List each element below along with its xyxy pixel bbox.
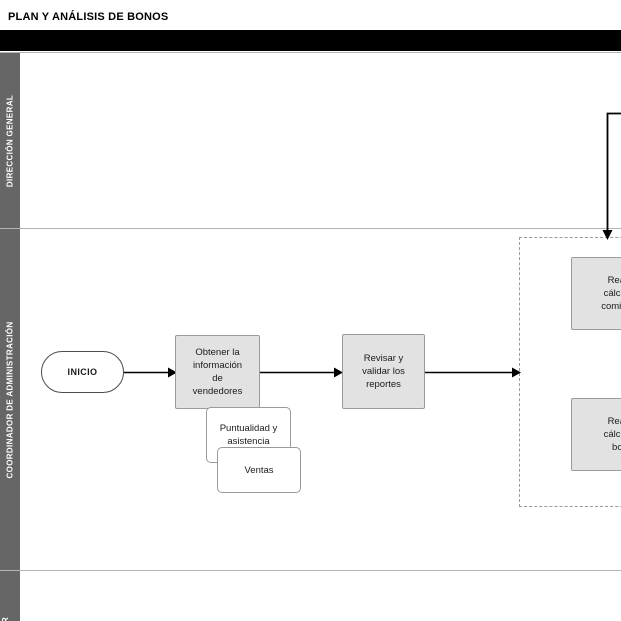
swimlane-third-truncated: R: [0, 570, 621, 621]
node-realizar-calculo-bonos-label: Realizar cálculo de bonos: [603, 416, 621, 453]
node-realizar-calculo-bonos[interactable]: Realizar cálculo de bonos: [571, 398, 621, 471]
header-band: [0, 30, 621, 51]
swimlane-diagram: DIRECCIÓN GENERAL COORDINADOR DE ADMINIS…: [0, 52, 621, 621]
node-ventas[interactable]: Ventas: [217, 447, 301, 493]
node-obtener-informacion-vendedores-label: Obtener la información de vendedores: [192, 347, 243, 397]
node-inicio-label: INICIO: [67, 366, 98, 377]
lane-header-third-truncated: R: [0, 571, 21, 621]
swimlane-coordinador-de-administracion: COORDINADOR DE ADMINISTRACIÓN: [0, 228, 621, 570]
swimlane-direccion-general: DIRECCIÓN GENERAL: [0, 53, 621, 228]
node-inicio[interactable]: INICIO: [41, 351, 124, 393]
node-obtener-informacion-vendedores[interactable]: Obtener la información de vendedores: [175, 335, 260, 409]
node-ventas-label: Ventas: [244, 464, 274, 476]
lane-header-direccion-general: DIRECCIÓN GENERAL: [0, 53, 21, 228]
page-title: PLAN Y ANÁLISIS DE BONOS: [8, 11, 169, 23]
node-revisar-validar-reportes[interactable]: Revisar y validar los reportes: [342, 334, 425, 409]
node-revisar-validar-reportes-label: Revisar y validar los reportes: [362, 353, 405, 390]
node-realizar-calculo-comisiones[interactable]: Realizar cálculo de comisiones: [571, 257, 621, 330]
lane-label-coordinador-de-administracion: COORDINADOR DE ADMINISTRACIÓN: [5, 321, 15, 478]
lane-label-third-truncated: R: [1, 616, 10, 621]
lane-body-third-truncated: [21, 571, 621, 621]
lane-body-coordinador-de-administracion: [21, 229, 621, 570]
node-realizar-calculo-comisiones-label: Realizar cálculo de comisiones: [601, 275, 621, 312]
lane-label-direccion-general: DIRECCIÓN GENERAL: [5, 94, 15, 187]
lane-body-direccion-general: [21, 53, 621, 228]
node-puntualidad-asistencia-label: Puntualidad y asistencia: [219, 423, 278, 447]
lane-header-coordinador-de-administracion: COORDINADOR DE ADMINISTRACIÓN: [0, 229, 21, 570]
